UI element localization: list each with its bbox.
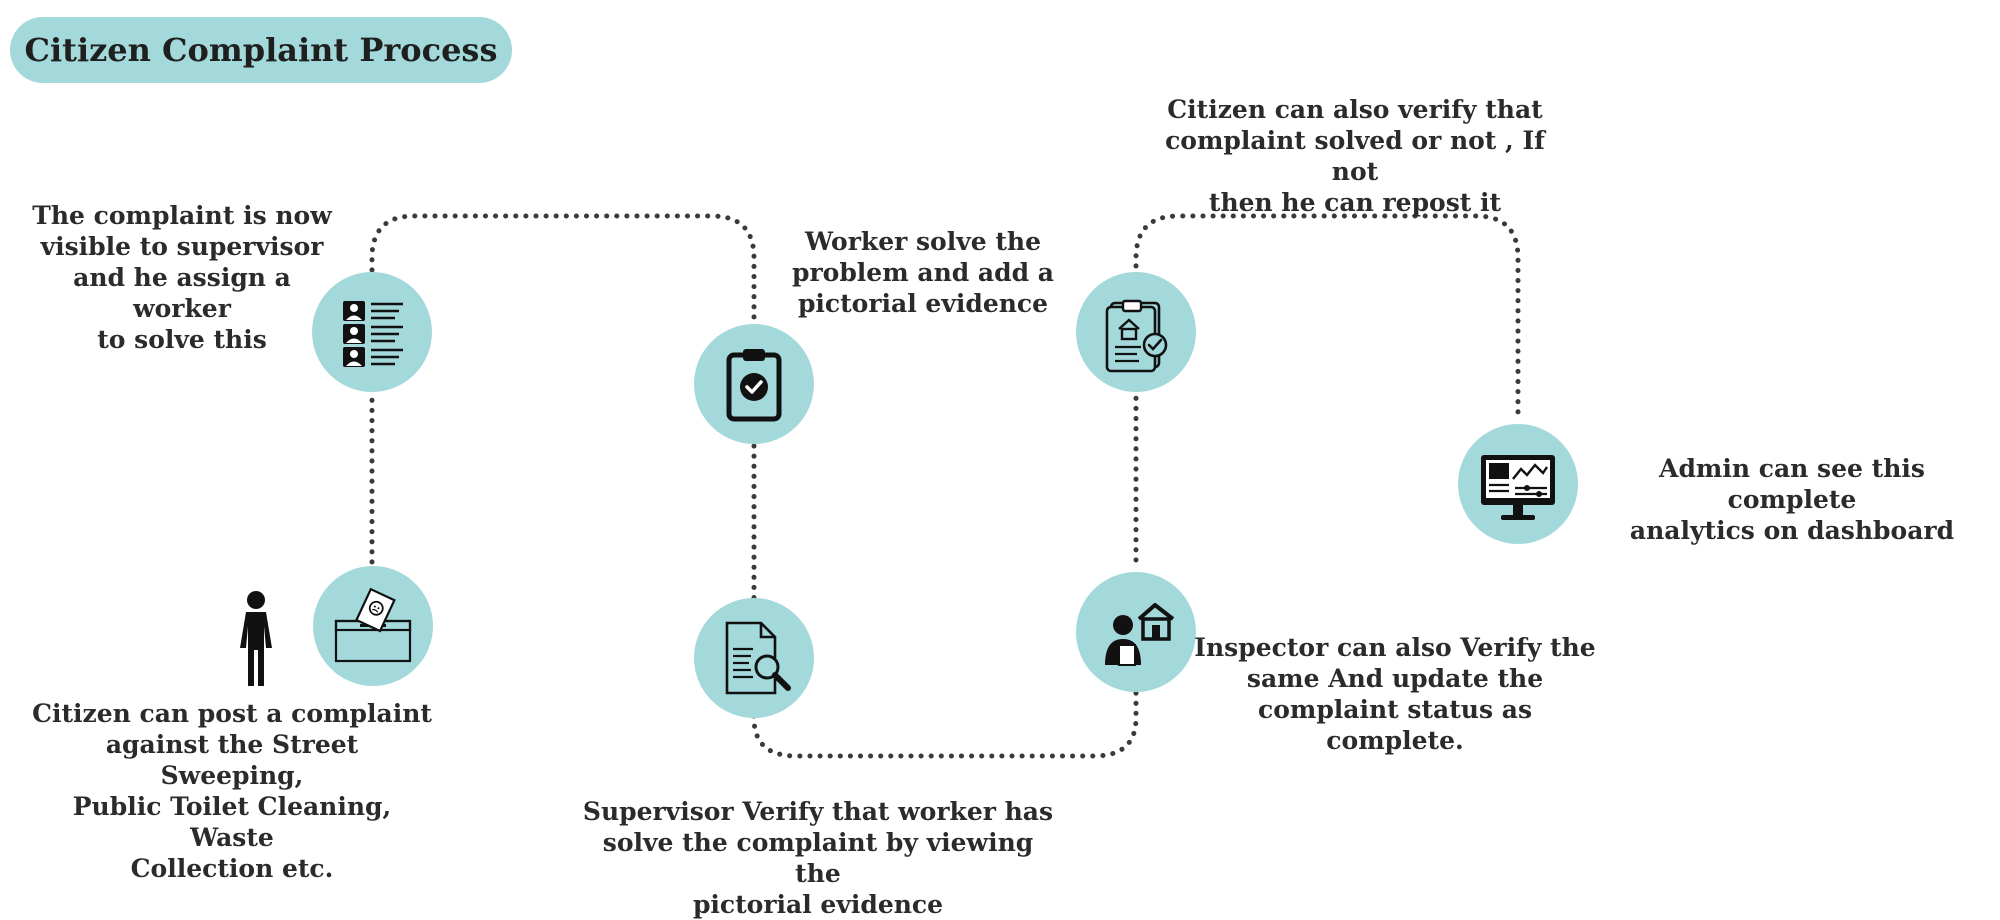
step-2-label: The complaint is now visible to supervis…	[32, 201, 332, 354]
step-6-node	[1076, 272, 1196, 392]
step-4-label: Supervisor Verify that worker has solve …	[582, 797, 1054, 919]
step-3-node	[694, 324, 814, 444]
person-icon	[240, 591, 272, 686]
step-3-label: Worker solve the problem and add a picto…	[792, 227, 1054, 318]
page-title: Citizen Complaint Process	[10, 17, 512, 83]
document-search-icon	[725, 621, 791, 695]
inspector-house-icon	[1105, 603, 1175, 666]
step-7-node	[1458, 424, 1578, 544]
analytics-monitor-icon	[1481, 455, 1555, 520]
step-2-node	[312, 272, 432, 392]
step-5-label: Inspector can also Verify the same And u…	[1194, 633, 1596, 755]
house-report-check-icon	[1105, 299, 1168, 373]
step-7-label: Admin can see this complete analytics on…	[1629, 454, 1955, 545]
clipboard-check-icon	[726, 349, 782, 422]
step-5-node	[1076, 572, 1196, 692]
step-1-node	[313, 566, 433, 686]
step-1-label: Citizen can post a complaint against the…	[32, 699, 432, 883]
step-4-node	[694, 598, 814, 718]
step-6-label: Citizen can also verify that complaint s…	[1165, 95, 1545, 217]
process-connector-path	[369, 213, 1521, 759]
staff-list-icon	[343, 301, 403, 367]
ballot-box-icon	[334, 587, 412, 663]
